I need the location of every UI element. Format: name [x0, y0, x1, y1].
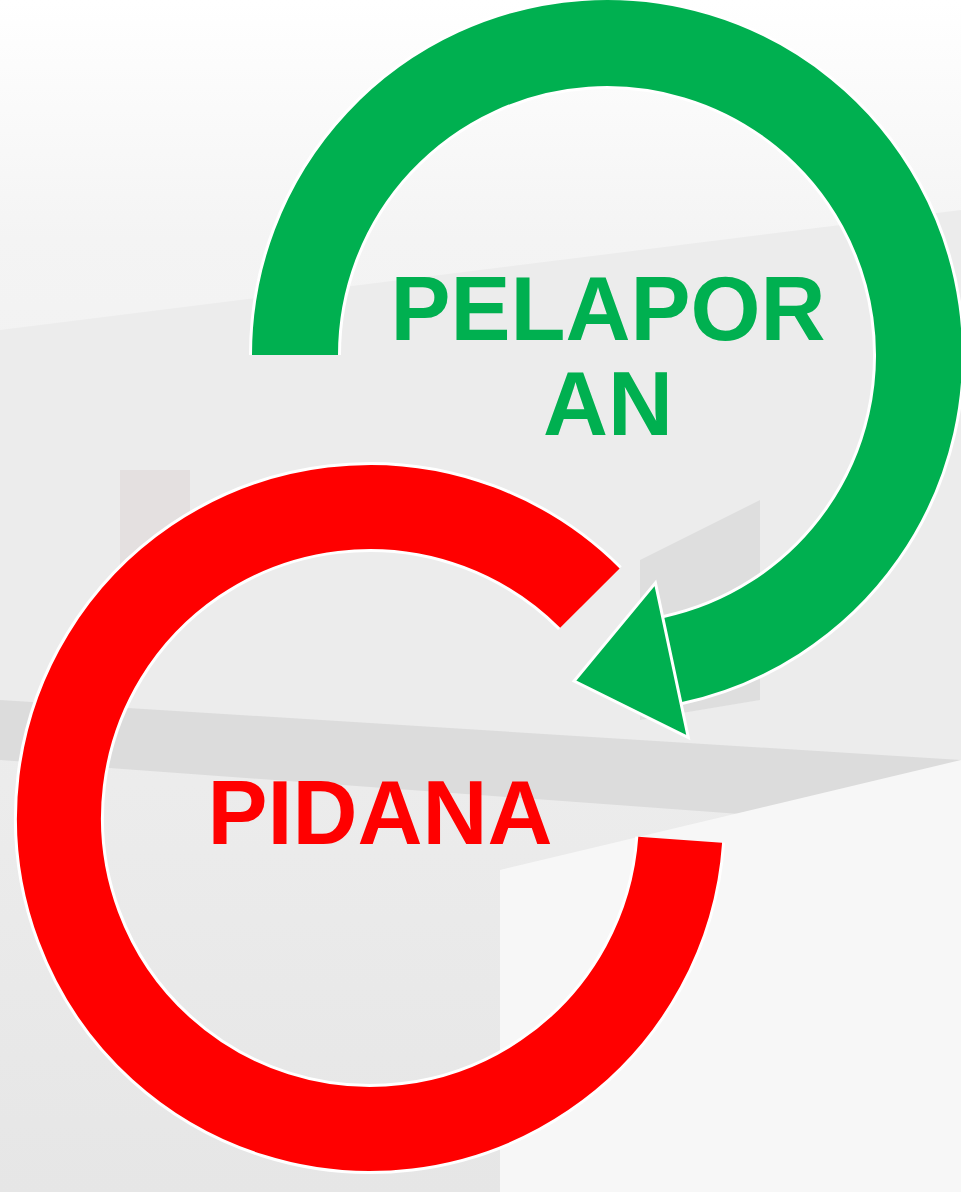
node-label: PIDANA [160, 766, 600, 861]
arc-border [59, 507, 680, 1129]
circular-arrow-node: PIDANA [18, 466, 722, 1170]
node-label: PELAPOR AN [378, 262, 838, 452]
arc-band [59, 507, 680, 1129]
circular-arrow-node: PELAPOR AN [252, 0, 961, 710]
arrow-connector [574, 583, 688, 738]
building-wall [500, 760, 961, 1192]
arrow-head [574, 583, 688, 738]
